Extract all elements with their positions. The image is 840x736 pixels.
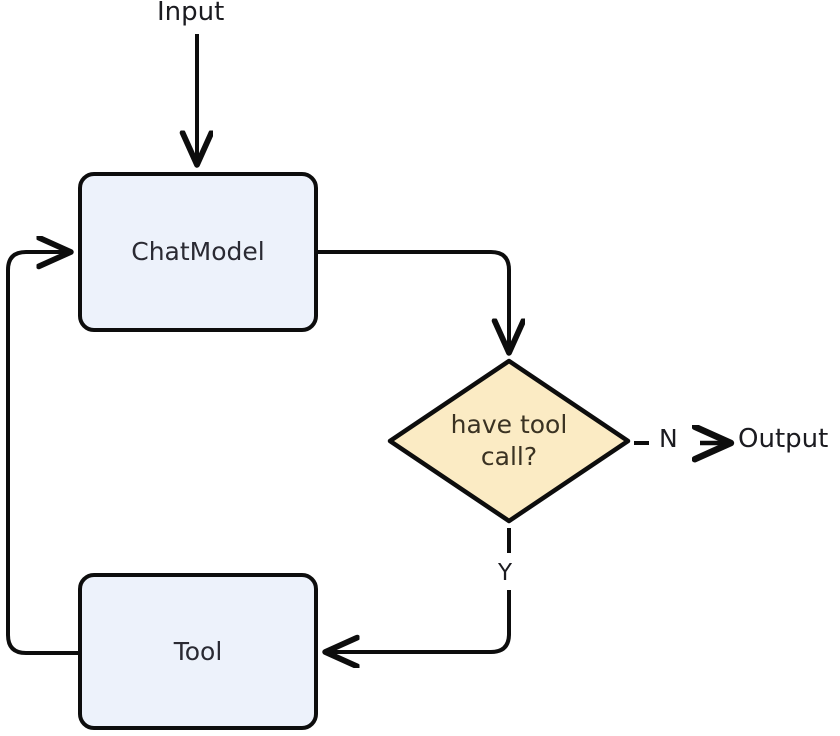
- node-decision-label-line1: have tool: [450, 409, 568, 439]
- node-chatmodel[interactable]: ChatModel: [78, 172, 318, 332]
- label-output: Output: [738, 424, 829, 454]
- edge-tool-to-chatmodel: [6, 252, 78, 655]
- node-tool-label: Tool: [173, 636, 223, 666]
- edge-chatmodel-to-decision: [318, 250, 509, 352]
- label-input: Input: [157, 0, 225, 27]
- edge-yes-to-tool: [326, 590, 511, 652]
- edge-label-no: N: [659, 424, 678, 453]
- edge-label-yes: Y: [498, 560, 513, 586]
- node-chatmodel-label: ChatModel: [131, 237, 265, 267]
- node-decision[interactable]: have tool call?: [388, 360, 630, 522]
- node-tool[interactable]: Tool: [78, 573, 318, 730]
- node-decision-text: have tool call?: [434, 409, 584, 474]
- node-decision-label-line2: call?: [480, 442, 538, 471]
- decision-diamond-shape: [387, 358, 631, 524]
